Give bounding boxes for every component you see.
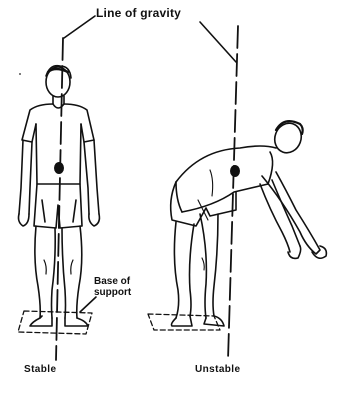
- unstable-base-of-support: [148, 314, 220, 330]
- stable-center-of-gravity: [54, 162, 64, 174]
- gravity-leader-lines: [64, 16, 236, 62]
- stable-caption: Stable: [24, 365, 56, 375]
- base-leader-line: [80, 297, 96, 312]
- unstable-figure: [171, 119, 327, 326]
- scan-speck: [19, 73, 21, 75]
- base-of-support-label: Base of support: [94, 276, 146, 298]
- unstable-caption: Unstable: [195, 365, 240, 375]
- stable-base-of-support: [18, 311, 92, 334]
- unstable-center-of-gravity: [230, 165, 240, 177]
- line-of-gravity-label: Line of gravity: [96, 7, 181, 19]
